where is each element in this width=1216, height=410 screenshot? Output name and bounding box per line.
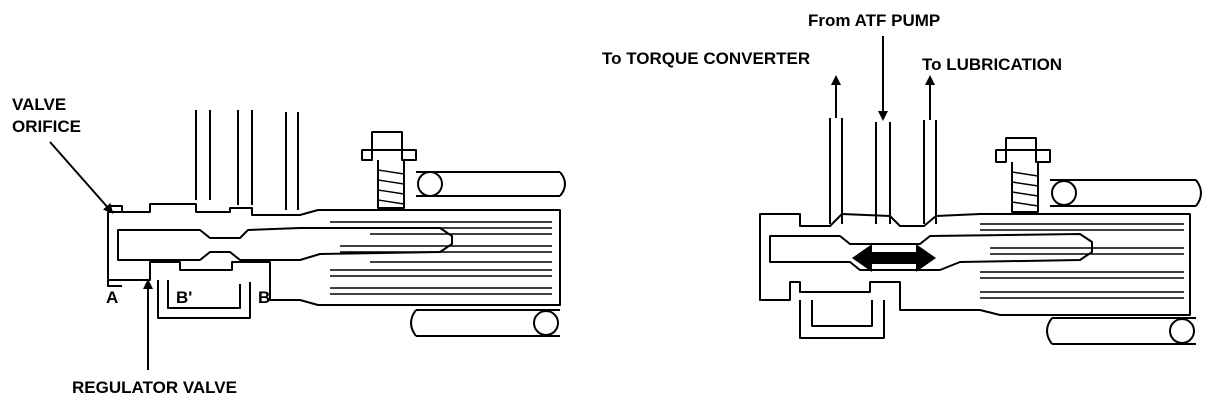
right-valve-body xyxy=(759,118,1202,345)
valve-orifice-label-line2: ORIFICE xyxy=(12,117,81,136)
to-lubrication-label: To LUBRICATION xyxy=(922,55,1062,74)
regulator-valve-label: REGULATOR VALVE xyxy=(72,378,237,397)
valve-orifice-arrow xyxy=(49,141,114,214)
port-b-label: B xyxy=(258,288,270,307)
left-valve-body xyxy=(107,110,566,337)
from-atf-pump-label: From ATF PUMP xyxy=(808,11,940,30)
valve-orifice-label-line1: VALVE xyxy=(12,95,66,114)
port-b-prime-label: B' xyxy=(176,288,192,307)
to-torque-converter-label: To TORQUE CONVERTER xyxy=(602,49,810,68)
port-a-label: A xyxy=(106,288,118,307)
